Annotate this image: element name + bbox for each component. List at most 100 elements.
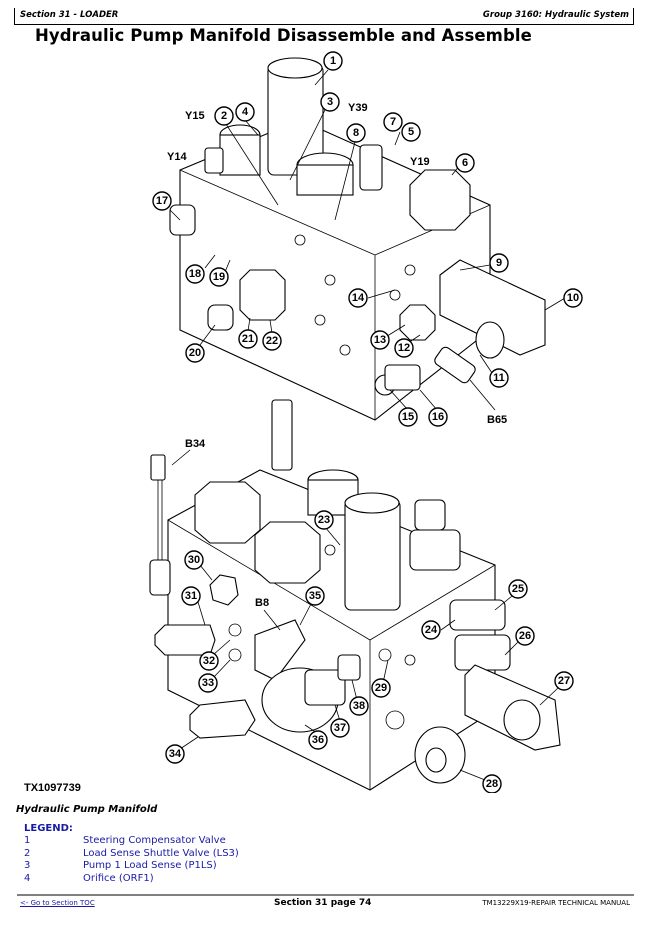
svg-text:1: 1 [330, 55, 336, 67]
legend-item: 1 Steering Compensator Valve [24, 835, 239, 848]
svg-text:22: 22 [266, 335, 278, 347]
callout-32: 32 [199, 651, 219, 671]
callout-12: 12 [394, 338, 414, 358]
svg-text:11: 11 [493, 372, 505, 384]
callout-25: 25 [508, 579, 528, 599]
svg-text:29: 29 [375, 682, 387, 694]
callout-3: 3 [320, 92, 340, 112]
svg-text:20: 20 [189, 347, 201, 359]
group-label: Group 3160: Hydraulic System [482, 10, 629, 20]
callout-29: 29 [371, 678, 391, 698]
svg-text:27: 27 [558, 675, 570, 687]
legend: LEGEND: 1 Steering Compensator Valve 2 L… [24, 823, 239, 885]
svg-text:23: 23 [318, 514, 330, 526]
legend-title: LEGEND: [24, 823, 73, 834]
top-leader-lines [169, 69, 566, 411]
label-b65: B65 [487, 414, 507, 426]
callout-35: 35 [305, 586, 325, 606]
top-manifold-components [169, 57, 546, 396]
legend-item-label: Load Sense Shuttle Valve (LS3) [83, 847, 239, 859]
bottom-leader-lines [171, 449, 559, 781]
callout-11: 11 [489, 368, 509, 388]
callout-10: 10 [563, 288, 583, 308]
svg-text:5: 5 [408, 126, 414, 138]
legend-item: 2 Load Sense Shuttle Valve (LS3) [24, 848, 239, 861]
svg-text:2: 2 [221, 110, 227, 122]
legend-item-label: Orifice (ORF1) [83, 872, 154, 884]
manifold-illustration: Y15 Y14 Y39 Y19 B65 [149, 51, 583, 794]
svg-text:33: 33 [202, 677, 214, 689]
svg-text:21: 21 [242, 333, 254, 345]
callout-28: 28 [482, 774, 502, 794]
svg-text:31: 31 [185, 590, 197, 602]
page-header: Section 31 - LOADER Group 3160: Hydrauli… [14, 8, 634, 25]
svg-text:4: 4 [242, 106, 249, 118]
callout-18: 18 [185, 264, 205, 284]
callout-8: 8 [346, 123, 366, 143]
callout-37: 37 [330, 718, 350, 738]
svg-text:37: 37 [334, 722, 346, 734]
svg-text:24: 24 [425, 624, 438, 636]
svg-text:32: 32 [203, 655, 215, 667]
page-number: Section 31 page 74 [274, 898, 372, 908]
callout-24: 24 [421, 620, 441, 640]
figure-caption: Hydraulic Pump Manifold [16, 804, 158, 815]
label-y39: Y39 [348, 102, 368, 114]
svg-text:10: 10 [567, 292, 579, 304]
svg-text:12: 12 [398, 342, 410, 354]
callout-1: 1 [323, 51, 343, 71]
callout-17: 17 [152, 191, 172, 211]
svg-text:25: 25 [512, 583, 524, 595]
svg-text:16: 16 [432, 411, 444, 423]
svg-text:13: 13 [374, 334, 386, 346]
legend-item-number: 2 [24, 847, 31, 859]
top-view-labels: Y15 Y14 Y39 Y19 B65 [167, 102, 507, 426]
svg-text:19: 19 [213, 271, 225, 283]
callout-15: 15 [398, 407, 418, 427]
legend-item: 3 Pump 1 Load Sense (P1LS) [24, 860, 239, 873]
label-b34: B34 [185, 438, 206, 450]
callout-19: 19 [209, 267, 229, 287]
bottom-manifold-components [149, 399, 561, 784]
svg-text:14: 14 [352, 292, 365, 304]
callout-23: 23 [314, 510, 334, 530]
callout-34: 34 [165, 744, 185, 764]
label-y19: Y19 [410, 156, 430, 168]
svg-text:18: 18 [189, 268, 201, 280]
label-y15: Y15 [185, 110, 205, 122]
svg-text:28: 28 [486, 778, 498, 790]
manual-title: TM13229X19-REPAIR TECHNICAL MANUAL [482, 899, 630, 907]
callout-36: 36 [308, 730, 328, 750]
svg-text:38: 38 [353, 700, 365, 712]
callout-7: 7 [383, 112, 403, 132]
callout-13: 13 [370, 330, 390, 350]
page-title: Hydraulic Pump Manifold Disassemble and … [35, 26, 532, 45]
callout-26: 26 [515, 626, 535, 646]
legend-item-label: Pump 1 Load Sense (P1LS) [83, 860, 217, 871]
callout-14: 14 [348, 288, 368, 308]
legend-item-label: Steering Compensator Valve [83, 835, 226, 846]
footer-divider [17, 894, 634, 896]
callout-21: 21 [238, 329, 258, 349]
callout-31: 31 [181, 586, 201, 606]
legend-item-number: 1 [24, 835, 31, 846]
callout-2: 2 [214, 106, 234, 126]
callout-38: 38 [349, 696, 369, 716]
legend-item: 4 Orifice (ORF1) [24, 873, 239, 886]
callout-27: 27 [554, 671, 574, 691]
svg-text:35: 35 [309, 590, 321, 602]
callout-33: 33 [198, 673, 218, 693]
svg-text:30: 30 [188, 554, 200, 566]
legend-item-number: 4 [24, 872, 31, 884]
callout-6: 6 [455, 153, 475, 173]
callout-9: 9 [489, 253, 509, 273]
svg-text:17: 17 [156, 195, 168, 207]
figure-id: TX1097739 [24, 782, 81, 794]
section-label: Section 31 - LOADER [20, 10, 119, 20]
svg-text:15: 15 [402, 411, 414, 423]
svg-text:34: 34 [169, 748, 182, 760]
legend-item-number: 3 [24, 860, 31, 871]
go-to-section-toc-link[interactable]: <- Go to Section TOC [20, 899, 95, 907]
exploded-diagram: Y15 Y14 Y39 Y19 B65 [0, 48, 652, 794]
label-b8: B8 [255, 597, 269, 609]
